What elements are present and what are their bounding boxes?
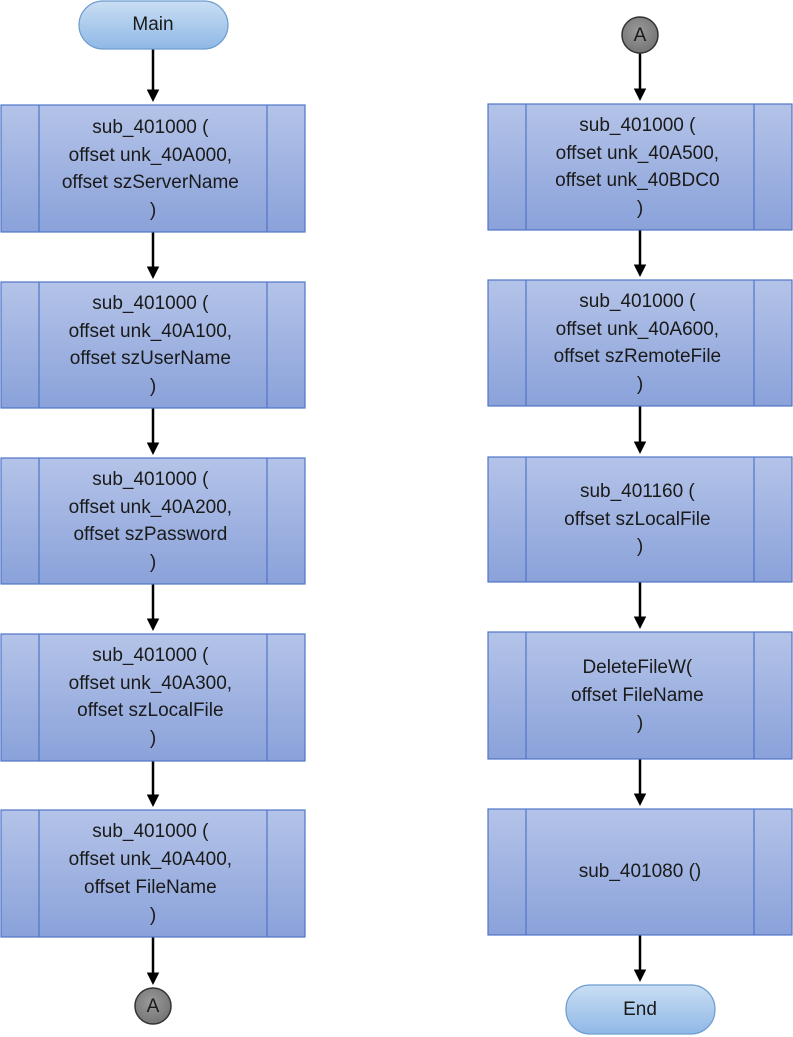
process-label: DeleteFileW( offset FileName ) — [571, 657, 709, 734]
process-label: sub_401000 ( offset unk_40A600, offset s… — [554, 291, 727, 395]
connector-label: A — [634, 25, 647, 46]
start-terminator[interactable]: Main — [78, 0, 229, 50]
connector-label: A — [147, 996, 160, 1017]
process-box-left-3[interactable]: sub_401000 ( offset unk_40A200, offset s… — [0, 457, 306, 585]
process-label: sub_401080 () — [579, 861, 702, 882]
edges-layer — [146, 49, 647, 986]
process-label: sub_401000 ( offset unk_40A100, offset s… — [69, 293, 238, 397]
process-box-left-2[interactable]: sub_401000 ( offset unk_40A100, offset s… — [0, 281, 306, 409]
process-label: sub_401000 ( offset unk_40A000, offset s… — [62, 117, 244, 221]
process-box-right-3[interactable]: sub_401160 ( offset szLocalFile ) — [487, 456, 793, 583]
process-box-right-2[interactable]: sub_401000 ( offset unk_40A600, offset s… — [487, 279, 793, 407]
connector-a-out[interactable]: A — [134, 987, 172, 1025]
process-box-left-4[interactable]: sub_401000 ( offset unk_40A300, offset s… — [0, 633, 306, 762]
process-box-left-1[interactable]: sub_401000 ( offset unk_40A000, offset s… — [0, 104, 306, 233]
process-box-left-5[interactable]: sub_401000 ( offset unk_40A400, offset F… — [0, 809, 306, 938]
process-box-right-5[interactable]: sub_401080 () — [487, 808, 793, 936]
process-label: sub_401000 ( offset unk_40A500, offset u… — [555, 115, 725, 219]
end-terminator[interactable]: End — [565, 984, 716, 1035]
process-box-right-1[interactable]: sub_401000 ( offset unk_40A500, offset u… — [487, 103, 793, 231]
process-label: sub_401000 ( offset unk_40A300, offset s… — [69, 645, 238, 749]
process-box-right-4[interactable]: DeleteFileW( offset FileName ) — [487, 631, 793, 760]
start-label: Main — [132, 14, 173, 35]
end-label: End — [623, 999, 657, 1020]
connector-a-in[interactable]: A — [621, 16, 659, 54]
process-label: sub_401000 ( offset unk_40A400, offset F… — [69, 821, 238, 926]
process-label: sub_401160 ( offset szLocalFile ) — [564, 481, 716, 557]
process-label: sub_401000 ( offset unk_40A200, offset s… — [69, 469, 238, 573]
